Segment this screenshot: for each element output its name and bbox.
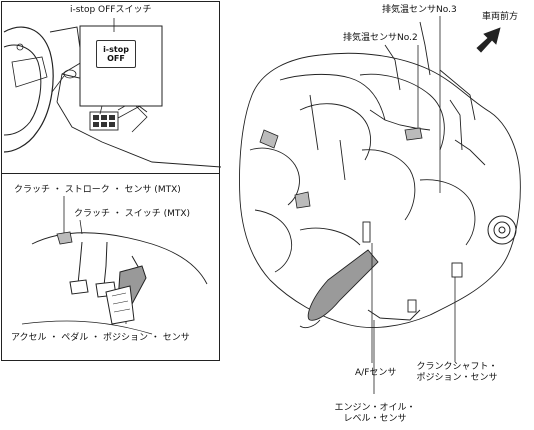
istop-off-button: i-stop OFF bbox=[96, 40, 136, 68]
oil-level-sensor-label: エンジン・オイル・ レベル・センサ bbox=[325, 403, 425, 425]
istop-button-text-2: OFF bbox=[107, 54, 125, 63]
crank-label-line-1: クランクシャフト・ bbox=[416, 362, 498, 372]
crank-label-line-2: ポジション・センサ bbox=[416, 373, 498, 383]
vehicle-front-label: 車両前方 bbox=[482, 12, 519, 22]
vehicle-front-arrow-icon bbox=[476, 27, 501, 53]
istop-button-text-1: i-stop bbox=[103, 45, 129, 54]
oil-label-line-2: レベル・センサ bbox=[343, 414, 407, 424]
istop-switch-label: i-stop OFFスイッチ bbox=[70, 5, 152, 15]
pedal-illustration bbox=[21, 196, 208, 335]
clutch-stroke-sensor-label: クラッチ ・ ストローク ・ センサ (MTX) bbox=[14, 185, 181, 195]
exhaust-temp-sensor-2-label: 排気温センサNo.2 bbox=[343, 33, 418, 43]
pedal-sensor-panel: クラッチ ・ ストローク ・ センサ (MTX) クラッチ ・ スイッチ (MT… bbox=[1, 173, 220, 361]
dashboard-illustration bbox=[3, 18, 221, 168]
exhaust-temp-sensor-3-label: 排気温センサNo.3 bbox=[382, 5, 457, 15]
oil-label-line-1: エンジン・オイル・ bbox=[334, 403, 416, 413]
clutch-switch-label: クラッチ ・ スイッチ (MTX) bbox=[74, 209, 191, 219]
crank-position-sensor-label: クランクシャフト・ ポジション・センサ bbox=[412, 362, 502, 384]
af-sensor-label: A/Fセンサ bbox=[355, 368, 397, 378]
accel-pedal-sensor-label: アクセル ・ ペダル ・ ポジション ・ センサ bbox=[11, 333, 190, 343]
istop-switch-panel: i-stop OFFスイッチ i-stop OFF bbox=[1, 1, 221, 174]
